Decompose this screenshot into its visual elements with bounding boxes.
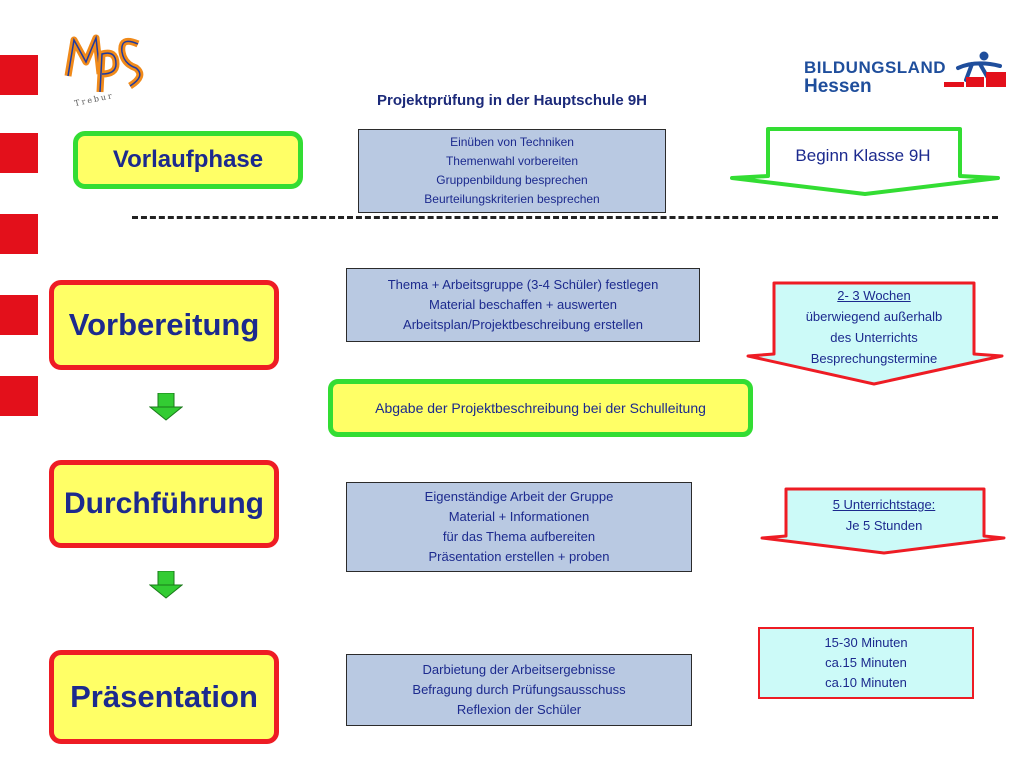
timing-line: 5 Unterrichtstage: xyxy=(832,497,936,512)
page-title: Projektprüfung in der Hauptschule 9H xyxy=(376,92,648,109)
desc-line: Einüben von Techniken xyxy=(450,135,574,149)
timing-praesentation: 15-30 Minuten ca.15 Minuten ca.10 Minute… xyxy=(758,627,974,699)
timing-line: Besprechungstermine xyxy=(810,351,938,366)
phase-label: Vorlaufphase xyxy=(112,146,264,173)
green-down-arrow-icon xyxy=(149,571,183,599)
timing-durchfuehrung: 5 Unterrichtstage: Je 5 Stunden xyxy=(786,494,982,536)
green-chevron-arrow xyxy=(730,127,1000,196)
phase-separator xyxy=(132,216,998,219)
desc-line: für das Thema aufbereiten xyxy=(442,529,596,544)
mps-logo-graphic xyxy=(64,34,144,93)
desc-durchfuehrung: Eigenständige Arbeit der Gruppe Material… xyxy=(346,482,692,572)
submission-label: Abgabe der Projektbeschreibung bei der S… xyxy=(375,400,706,416)
desc-line: Reflexion der Schüler xyxy=(456,702,582,717)
timing-vorbereitung: 2- 3 Wochen überwiegend außerhalb des Un… xyxy=(774,285,974,369)
phase-label: Vorbereitung xyxy=(68,307,260,342)
decor-red-square xyxy=(0,295,38,335)
phase-durchfuehrung: Durchführung xyxy=(49,460,279,548)
phase-label: Präsentation xyxy=(70,679,258,714)
phase-praesentation: Präsentation xyxy=(49,650,279,744)
decor-red-square xyxy=(0,214,38,254)
desc-vorlaufphase: Einüben von Techniken Themenwahl vorbere… xyxy=(358,129,666,213)
phase-vorbereitung: Vorbereitung xyxy=(49,280,279,370)
hessen-runner-logo xyxy=(944,51,1006,87)
green-down-arrow-icon xyxy=(149,393,183,421)
desc-line: Beurteilungskriterien besprechen xyxy=(424,192,600,206)
phase-vorlaufphase: Vorlaufphase xyxy=(73,131,303,189)
desc-line: Material beschaffen + auswerten xyxy=(428,297,617,312)
decor-red-square xyxy=(0,133,38,173)
desc-line: Eigenständige Arbeit der Gruppe xyxy=(424,489,614,504)
timing-line: des Unterrichts xyxy=(830,330,918,345)
submission-box: Abgabe der Projektbeschreibung bei der S… xyxy=(328,379,753,437)
desc-vorbereitung: Thema + Arbeitsgruppe (3-4 Schüler) fest… xyxy=(346,268,700,342)
timing-line: Je 5 Stunden xyxy=(845,518,923,533)
hessen-logo: BILDUNGSLAND Hessen xyxy=(804,51,1014,102)
hessen-logo-line2: Hessen xyxy=(804,76,872,97)
decor-red-square xyxy=(0,376,38,416)
red-chevron-arrow xyxy=(760,487,1006,555)
mps-logo xyxy=(60,28,150,114)
desc-line: Themenwahl vorbereiten xyxy=(445,154,579,168)
timing-beginn: Beginn Klasse 9H xyxy=(795,146,931,165)
phase-label: Durchführung xyxy=(64,487,264,520)
timing-line: ca.15 Minuten xyxy=(825,655,907,670)
red-chevron-arrow xyxy=(746,281,1004,386)
desc-line: Thema + Arbeitsgruppe (3-4 Schüler) fest… xyxy=(387,277,659,292)
timing-line: ca.10 Minuten xyxy=(825,675,907,690)
desc-praesentation: Darbietung der Arbeitsergebnisse Befragu… xyxy=(346,654,692,726)
desc-line: Arbeitsplan/Projektbeschreibung erstelle… xyxy=(403,317,643,332)
timing-line: 2- 3 Wochen xyxy=(837,288,911,303)
desc-line: Material + Informationen xyxy=(448,509,590,524)
decor-red-square xyxy=(0,55,38,95)
timing-line: überwiegend außerhalb xyxy=(805,309,943,324)
desc-line: Präsentation erstellen + proben xyxy=(428,549,610,564)
desc-line: Befragung durch Prüfungsausschuss xyxy=(412,682,626,697)
timing-line: 15-30 Minuten xyxy=(824,635,908,650)
hessen-logo-line1: BILDUNGSLAND xyxy=(804,58,946,77)
desc-line: Darbietung der Arbeitsergebnisse xyxy=(422,662,616,677)
desc-line: Gruppenbildung besprechen xyxy=(436,173,588,187)
